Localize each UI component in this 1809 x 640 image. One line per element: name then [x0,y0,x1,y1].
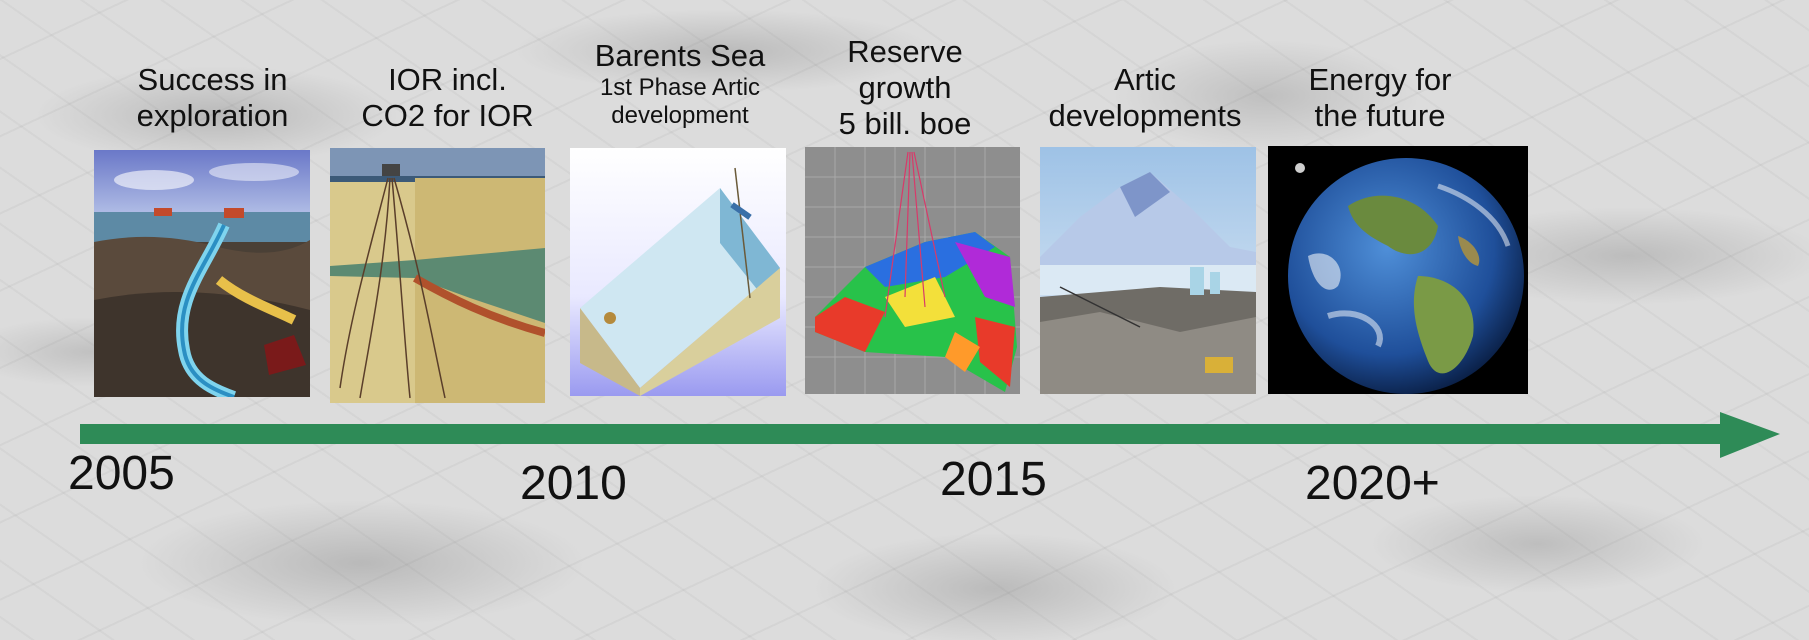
offshore-pipeline-icon [94,150,310,397]
milestone-label-5: Artic developments [1048,62,1242,133]
year-2015: 2015 [940,453,1047,506]
milestone-label-1: Success in exploration [136,62,289,133]
year-2020-plus: 2020+ [1305,457,1440,510]
reservoir-model-icon [805,147,1020,394]
milestone-label-4: Reserve growth 5 bill. boe [838,34,972,141]
timeline-arrow [80,412,1780,458]
milestone-label-6: Energy for the future [1308,62,1452,133]
subsea-block-icon [570,148,786,396]
milestone-label-2: IOR incl. CO2 for IOR [361,62,534,133]
year-2005: 2005 [68,447,175,500]
reservoir-wells-icon [330,148,545,403]
milestone-label-3: Barents Sea 1st Phase Artic development [594,38,766,129]
arctic-landscape-icon [1040,147,1256,394]
year-2010: 2010 [520,457,627,510]
earth-globe-icon [1268,146,1528,394]
